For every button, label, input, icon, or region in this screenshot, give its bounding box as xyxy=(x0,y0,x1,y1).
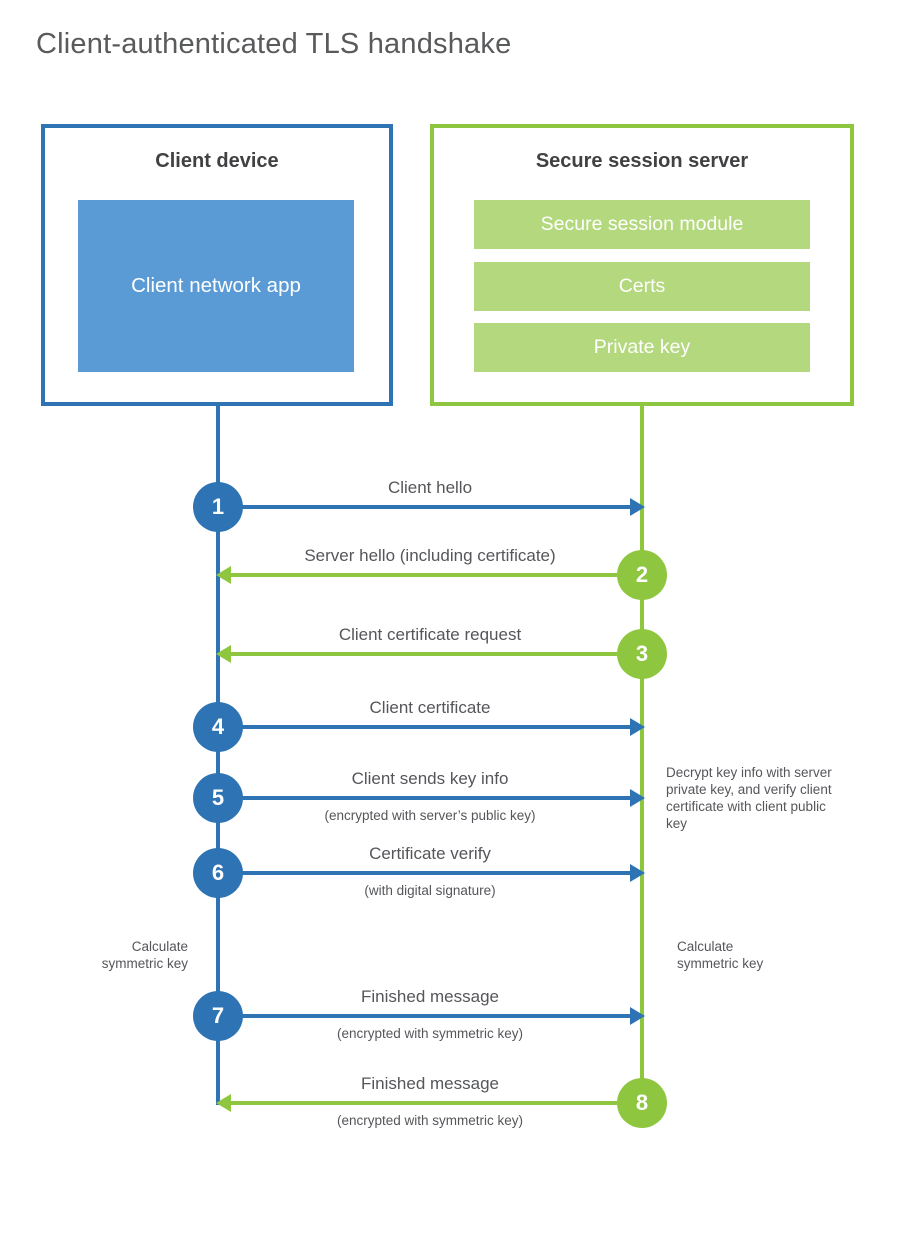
step-6-circle: 6 xyxy=(193,848,243,898)
step-8-sublabel: (encrypted with symmetric key) xyxy=(336,1113,524,1128)
step-6-label: Certificate verify xyxy=(369,844,491,863)
step-4-label: Client certificate xyxy=(369,698,491,717)
calculate-symmetric-key-server-note: Calculate symmetric key xyxy=(677,939,764,971)
step-7-sublabel: (encrypted with symmetric key) xyxy=(336,1026,524,1041)
server-module-private-key: Private key xyxy=(474,323,810,372)
arrow-left-icon xyxy=(216,1094,231,1112)
arrow-right-icon xyxy=(630,789,645,807)
step-4-circle: 4 xyxy=(193,702,243,752)
arrow-left-icon xyxy=(216,645,231,663)
server-module-secure-session: Secure session module xyxy=(474,200,810,249)
step-2-label: Server hello (including certificate) xyxy=(304,546,556,565)
arrow-right-icon xyxy=(630,864,645,882)
step-5-circle: 5 xyxy=(193,773,243,823)
step-5-sublabel: (encrypted with server’s public key) xyxy=(324,808,536,823)
step-7-circle: 7 xyxy=(193,991,243,1041)
step-1-label: Client hello xyxy=(387,478,473,497)
page-title: Client-authenticated TLS handshake xyxy=(36,28,512,60)
step-2-circle: 2 xyxy=(617,550,667,600)
step-5-number: 5 xyxy=(211,785,225,810)
decrypt-note: Decrypt key info with server private key… xyxy=(666,765,832,831)
step-3-circle: 3 xyxy=(617,629,667,679)
step-4-number: 4 xyxy=(211,714,225,739)
arrow-step-6 xyxy=(240,864,645,882)
server-title: Secure session server xyxy=(535,150,749,172)
arrow-right-icon xyxy=(630,498,645,516)
step-6-sublabel: (with digital signature) xyxy=(364,883,496,898)
step-1-number: 1 xyxy=(211,494,225,519)
arrow-step-2 xyxy=(216,566,617,584)
step-5-label: Client sends key info xyxy=(351,769,509,788)
arrow-step-4 xyxy=(240,718,645,736)
step-2-number: 2 xyxy=(635,562,649,587)
step-1-circle: 1 xyxy=(193,482,243,532)
arrow-right-icon xyxy=(630,718,645,736)
step-8-label: Finished message xyxy=(361,1074,499,1093)
arrow-right-icon xyxy=(630,1007,645,1025)
arrow-step-7 xyxy=(240,1007,645,1025)
arrow-step-8 xyxy=(216,1094,617,1112)
arrow-step-1 xyxy=(240,498,645,516)
client-device-title: Client device xyxy=(155,150,279,172)
server-lifeline xyxy=(640,404,644,1104)
arrow-left-icon xyxy=(216,566,231,584)
step-6-number: 6 xyxy=(211,860,225,885)
step-3-label: Client certificate request xyxy=(338,625,522,644)
step-7-number: 7 xyxy=(211,1003,225,1028)
client-network-app-label: Client network app xyxy=(131,274,301,297)
client-lifeline xyxy=(216,404,220,1105)
step-8-circle: 8 xyxy=(617,1078,667,1128)
client-network-app-block: Client network app xyxy=(78,200,354,372)
step-7-label: Finished message xyxy=(361,987,499,1006)
server-module-certs: Certs xyxy=(474,262,810,311)
step-3-number: 3 xyxy=(635,641,649,666)
arrow-step-5 xyxy=(240,789,645,807)
arrow-step-3 xyxy=(216,645,617,663)
calculate-symmetric-key-client-note: Calculate symmetric key xyxy=(101,939,188,971)
step-8-number: 8 xyxy=(635,1090,649,1115)
